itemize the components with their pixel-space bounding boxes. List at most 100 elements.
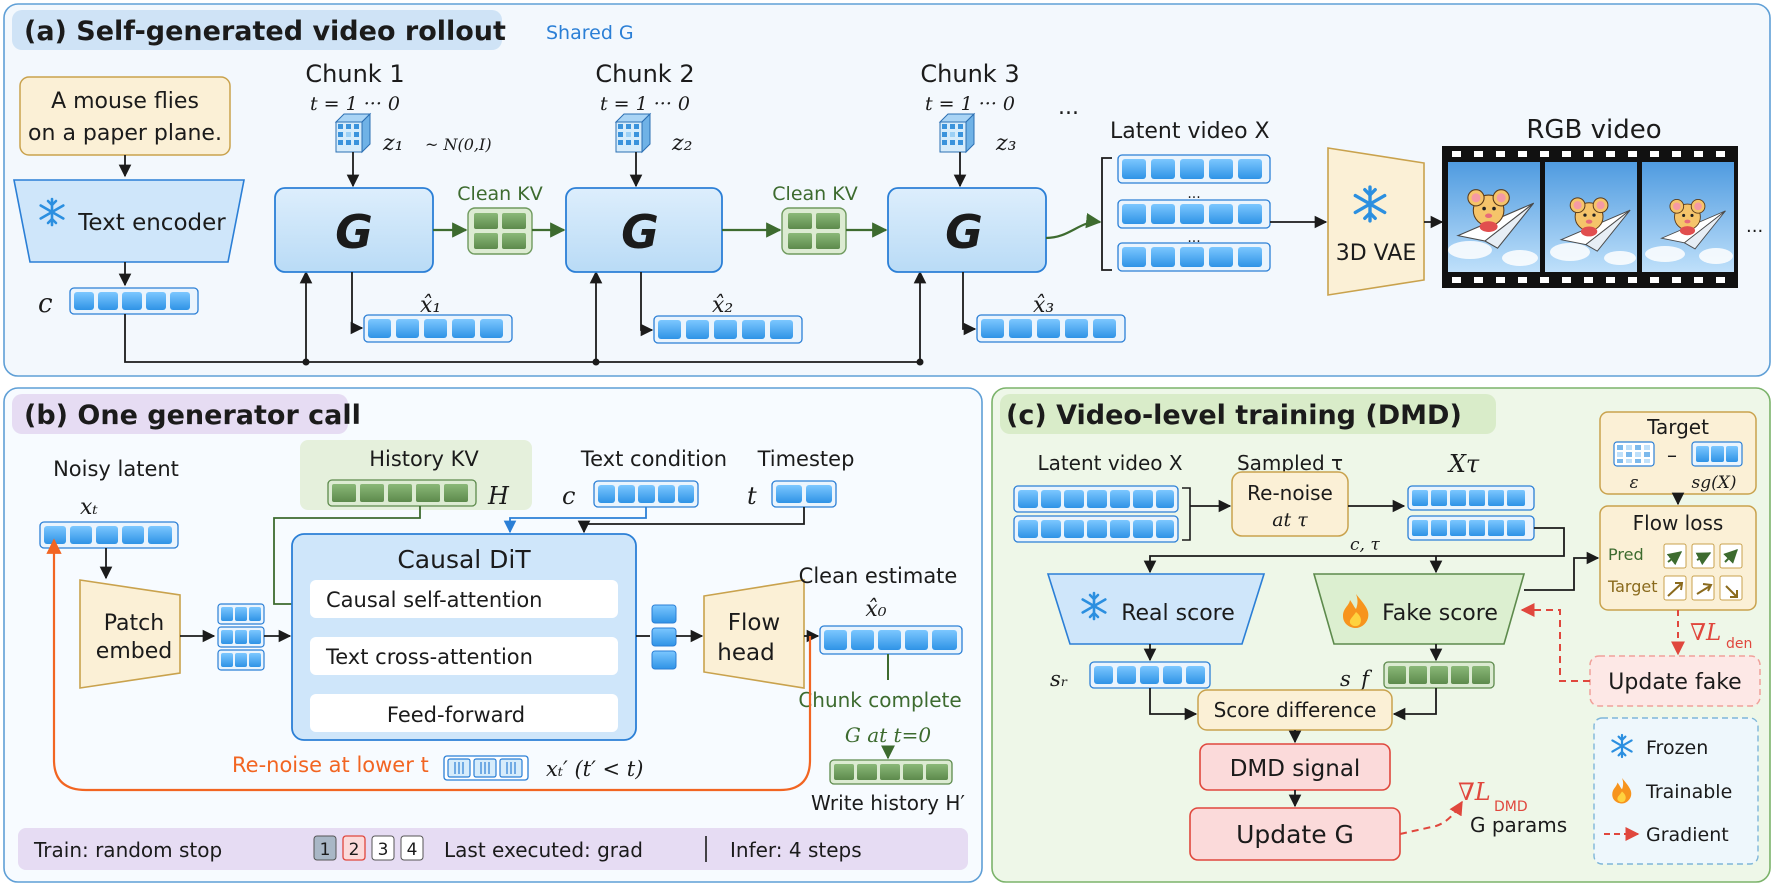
cond-symbol: c [38,289,53,319]
xt-prime-label: xₜ′ (t′ < t) [546,757,643,781]
grad-dmd-symbol: ∇L [1458,778,1491,806]
latent-noise-cube-icon [939,113,975,153]
step-4: 4 [407,840,418,860]
renoise-label: Re-noise at lower t [232,753,429,777]
chunk-2: Chunk 2 t = 1 ··· 0 z₂ G x̂₂ [565,60,803,344]
clean-estimate-label: Clean estimate [799,564,958,588]
patch-embed-line-2: embed [96,639,172,664]
z2: z₂ [671,131,692,156]
text-encoder-label: Text encoder [77,210,226,236]
real-score-tokens [1089,661,1211,689]
update-fake-label: Update fake [1608,670,1741,695]
clean-kv-2-label: Clean KV [772,183,857,205]
score-difference-label: Score difference [1214,698,1377,722]
g-1-label: G [335,205,373,259]
grad-den-symbol: ∇L [1690,620,1721,646]
prompt-line-2: on a paper plane. [28,121,222,146]
patch-embed-line-1: Patch [104,611,164,636]
s-r-label: sᵣ [1050,667,1068,691]
chunk-2-label: Chunk 2 [595,60,694,88]
flow-head-line-1: Flow [728,610,781,636]
infer-label: Infer: 4 steps [730,838,862,862]
sg-x-symbol: sg(X) [1692,473,1737,493]
latent-dots-1: ... [1187,186,1200,202]
g-3-label: G [945,205,983,259]
train-label: Train: random stop [33,838,222,862]
target-arrows [1663,575,1743,601]
shared-g-label: Shared G [546,22,634,44]
latent-noise-cube-icon [335,113,371,153]
renoise-tau-line-2: at τ [1272,509,1308,531]
step-3: 3 [378,840,389,860]
latent-noise-cube-icon [615,113,651,153]
history-write-tokens [829,759,953,785]
chunk-3-label: Chunk 3 [920,60,1019,88]
target-row-label: Target [1607,577,1658,596]
eps-symbol: ε [1629,473,1638,493]
fake-score-block [1312,573,1526,645]
chunk-2-t-range: t = 1 ··· 0 [600,93,690,115]
pred-label: Pred [1608,545,1644,564]
s-f-label: s_f [1340,667,1372,691]
step-1: 1 [320,840,331,860]
pred-arrows [1663,543,1743,569]
grad-dmd-sub: DMD [1494,799,1528,815]
chunk-1: Chunk 1 t = 1 ··· 0 z₁ ~ N(0,I) G x̂₁ [274,60,513,343]
vae-block [1327,147,1425,296]
clean-kv-1 [467,207,533,255]
chunk-3: Chunk 3 t = 1 ··· 0 ... z₃ G x̂₃ [887,60,1126,343]
noisy-latent-label: Noisy latent [53,457,179,481]
timestep-label: Timestep [757,447,855,471]
update-g-label: Update G [1236,820,1354,849]
history-kv-label: History KV [369,447,479,471]
legend-gradient: Gradient [1646,824,1729,846]
last-executed-label: Last executed: grad [444,838,643,862]
latent-dots-2: ... [1187,230,1200,246]
timestep-tokens [771,480,837,508]
chunk-1-t-range: t = 1 ··· 0 [310,93,400,115]
latent-video-tokens: ... ... [1117,154,1271,272]
text-condition-label: Text condition [580,447,727,471]
prompt-line-1: A mouse flies [51,89,199,114]
g-2-label: G [621,205,659,259]
x0hat-symbol: x̂₀ [865,597,886,622]
g-params-label: G params [1470,813,1567,837]
noisy-latent-tokens [39,521,179,549]
legend-trainable: Trainable [1645,781,1732,803]
patch-tokens [217,603,265,671]
z1: z₁ [382,131,403,156]
grad-den-sub: den [1726,636,1752,652]
g-at-t0-label: G at t=0 [845,723,931,747]
renoise-tokens [443,755,529,781]
renoise-tau-line-1: Re-noise [1247,481,1333,505]
renoise-tau-block [1231,471,1349,537]
xt-symbol: xₜ [80,495,98,520]
step-2: 2 [349,840,360,860]
schedule-strip [18,828,968,870]
target-title: Target [1646,415,1709,439]
real-score-block [1046,573,1266,645]
panel-c-title: (c) Video-level training (DMD) [1006,400,1462,431]
xhat-2: x̂₂ [712,293,733,318]
layer-feed-forward: Feed-forward [387,703,525,727]
flow-head-line-2: head [717,640,774,666]
panel-b-title: (b) One generator call [24,400,361,431]
flow-head-block [703,579,805,689]
write-history-label: Write history H′ [811,791,965,815]
cond-tokens [69,287,199,315]
layer-cross-attention: Text cross-attention [325,645,533,669]
chunks-ellipsis: ... [1058,95,1079,120]
text-condition-tokens [593,480,699,508]
layer-self-attention: Causal self-attention [326,588,542,612]
sampled-tau-label: Sampled τ [1237,451,1343,475]
x-tau-label: Xτ [1447,450,1480,478]
step-boxes: 1 2 3 4 [313,835,424,861]
patch-embed-block [79,579,181,689]
legend-frozen: Frozen [1646,737,1708,759]
causal-dit-title: Causal DiT [397,545,531,574]
chunk-3-t-range: t = 1 ··· 0 [925,93,1015,115]
timestep-t-symbol: t [747,482,757,510]
fake-score-tokens [1383,661,1495,689]
latent-video-x-tokens [1013,485,1179,543]
clean-kv-2 [781,207,847,255]
